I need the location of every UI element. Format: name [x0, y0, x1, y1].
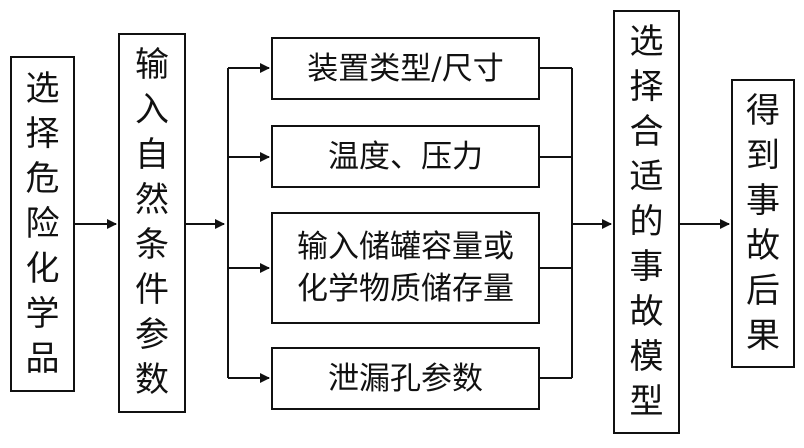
select-chemical-box: 选择危险化学品: [10, 56, 75, 392]
select-model-box: 选择合适的事故模型: [613, 10, 680, 434]
temp-pressure-box: 温度、压力: [271, 125, 540, 188]
consequence-box: 得到事故后果: [731, 79, 795, 368]
device-type-box: 装置类型/尺寸: [271, 37, 540, 100]
temp-pressure-label: 温度、压力: [328, 138, 483, 175]
device-type-label: 装置类型/尺寸: [307, 50, 504, 87]
leak-hole-box: 泄漏孔参数: [271, 347, 540, 410]
natural-params-box: 输入自然条件参数: [118, 33, 186, 413]
leak-hole-label: 泄漏孔参数: [328, 360, 483, 397]
select-model-label: 选择合适的事故模型: [629, 21, 664, 422]
consequence-label: 得到事故后果: [745, 90, 780, 356]
storage-capacity-box: 输入储罐容量或 化学物质储存量: [271, 212, 540, 324]
storage-capacity-line2: 化学物质储存量: [297, 271, 514, 307]
natural-params-label: 输入自然条件参数: [134, 45, 169, 400]
select-chemical-label: 选择危险化学品: [25, 68, 60, 379]
storage-capacity-line1: 输入储罐容量或: [297, 229, 514, 265]
